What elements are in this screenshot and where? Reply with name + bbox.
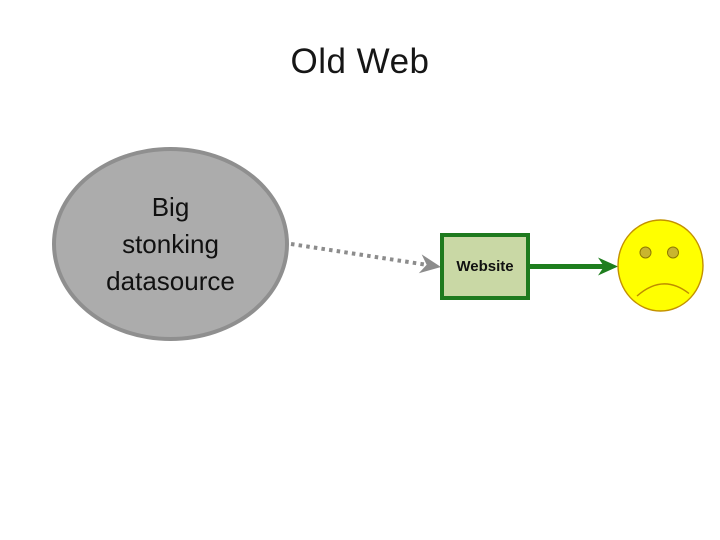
sad-face-left-eye-icon <box>639 246 652 259</box>
slide-title: Old Web <box>290 42 430 81</box>
sad-face-head <box>617 219 704 312</box>
sad-face <box>617 219 704 312</box>
website-box: Website <box>440 233 530 300</box>
sad-face-right-eye-icon <box>667 246 679 259</box>
datasource-ellipse: Big stonking datasource <box>52 147 289 341</box>
sad-face-frown-mouth-icon <box>636 283 690 297</box>
solid-connector-arrowhead-icon <box>598 257 618 276</box>
datasource-label-line-3: datasource <box>106 265 235 296</box>
dashed-connector-line <box>290 242 427 267</box>
datasource-label: Big stonking datasource <box>106 189 235 300</box>
datasource-label-line-1: Big <box>151 191 190 222</box>
website-box-label: Website <box>456 258 514 275</box>
dashed-connector-arrowhead-icon <box>418 254 441 274</box>
datasource-label-line-2: stonking <box>122 228 219 259</box>
